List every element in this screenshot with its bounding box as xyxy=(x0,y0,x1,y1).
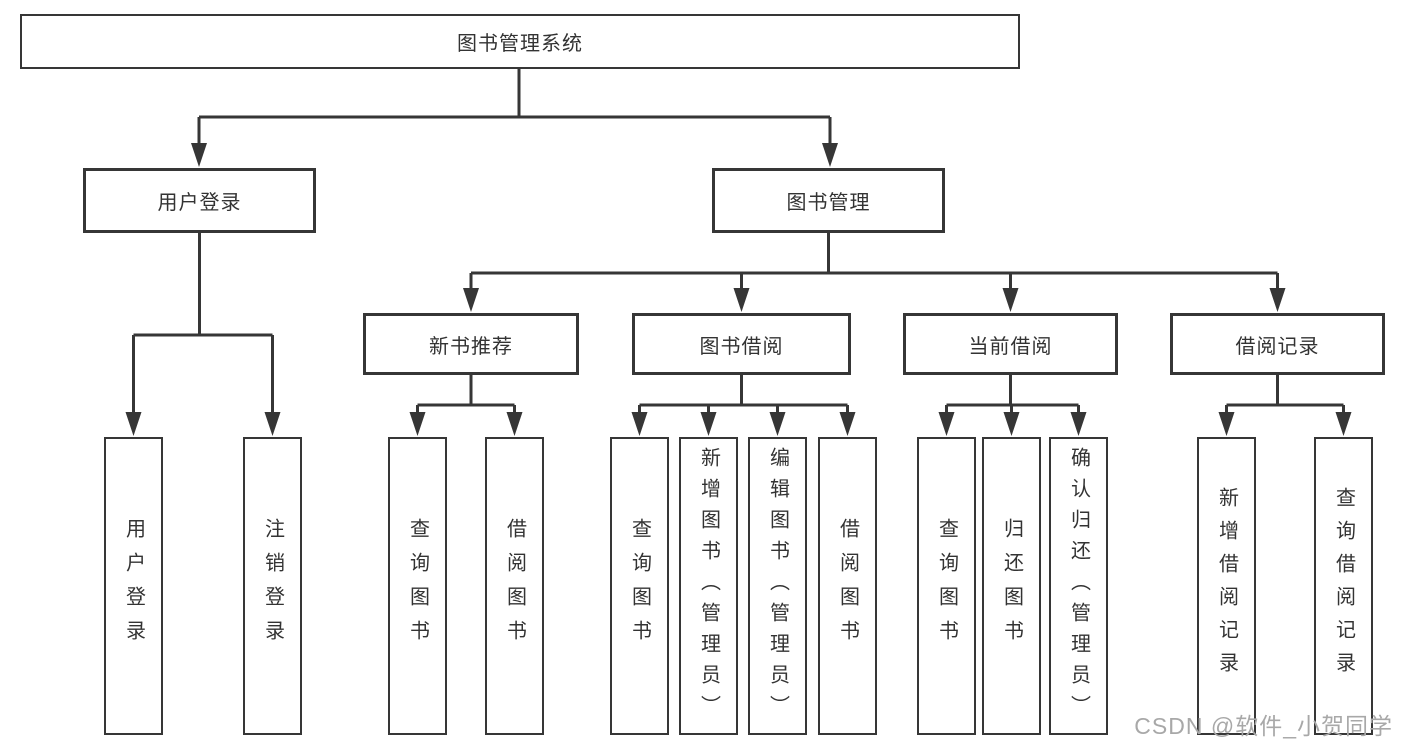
leaf-query-books-current: 查询图书 xyxy=(917,437,976,735)
node-borrowing-records: 借阅记录 xyxy=(1170,313,1385,375)
leaf-add-books-admin: 新增图书（管理员） xyxy=(679,437,738,735)
leaf-label: 新增图书（管理员） xyxy=(697,446,720,726)
leaf-borrow-books-recommend: 借阅图书 xyxy=(485,437,544,735)
leaf-label: 确认归还（管理员） xyxy=(1067,446,1090,726)
leaf-label: 注销登录 xyxy=(261,518,284,654)
node-library-management-system: 图书管理系统 xyxy=(20,14,1020,69)
node-new-book-recommendation: 新书推荐 xyxy=(363,313,579,375)
leaf-label: 查询图书 xyxy=(406,518,429,654)
node-label: 图书借阅 xyxy=(699,335,784,358)
csdn-watermark: CSDN @软件_小贺同学 xyxy=(1134,713,1393,739)
leaf-label: 编辑图书（管理员） xyxy=(766,446,789,726)
leaf-label: 查询图书 xyxy=(935,518,958,654)
leaf-edit-books-admin: 编辑图书（管理员） xyxy=(748,437,807,735)
node-book-borrowing: 图书借阅 xyxy=(632,313,851,375)
leaf-confirm-return-admin: 确认归还（管理员） xyxy=(1049,437,1108,735)
node-label: 图书管理 xyxy=(786,192,871,214)
leaf-label: 用户登录 xyxy=(122,518,145,654)
leaf-borrow-books: 借阅图书 xyxy=(818,437,877,735)
node-label: 图书管理系统 xyxy=(457,33,583,55)
node-label: 借阅记录 xyxy=(1235,335,1320,358)
leaf-query-books-recommend: 查询图书 xyxy=(388,437,447,735)
node-label: 当前借阅 xyxy=(968,335,1053,358)
node-label: 新书推荐 xyxy=(429,335,513,358)
leaf-label: 查询借阅记录 xyxy=(1332,487,1355,685)
leaf-label: 查询图书 xyxy=(628,518,651,654)
leaf-logout: 注销登录 xyxy=(243,437,302,735)
leaf-return-books: 归还图书 xyxy=(982,437,1041,735)
leaf-query-books-borrow: 查询图书 xyxy=(610,437,669,735)
leaf-label: 借阅图书 xyxy=(836,518,859,654)
leaf-add-borrow-record: 新增借阅记录 xyxy=(1197,437,1256,735)
leaf-label: 归还图书 xyxy=(1000,518,1023,654)
node-book-management: 图书管理 xyxy=(712,168,945,233)
leaf-label: 新增借阅记录 xyxy=(1215,487,1238,685)
leaf-query-borrow-record: 查询借阅记录 xyxy=(1314,437,1373,735)
node-current-borrowing: 当前借阅 xyxy=(903,313,1118,375)
node-user-login: 用户登录 xyxy=(83,168,316,233)
node-label: 用户登录 xyxy=(157,192,242,214)
leaf-user-login: 用户登录 xyxy=(104,437,163,735)
leaf-label: 借阅图书 xyxy=(503,518,526,654)
